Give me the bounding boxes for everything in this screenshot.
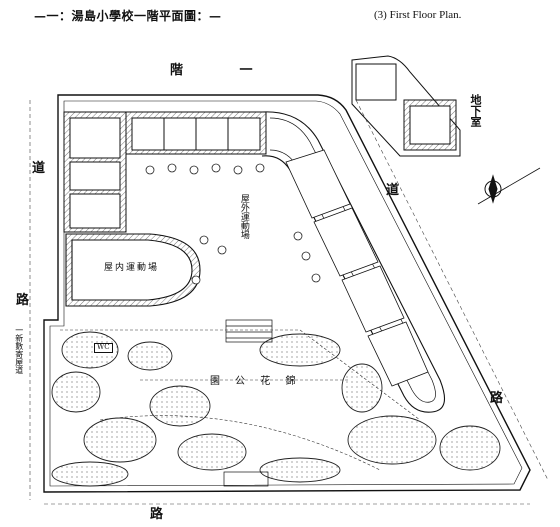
park-paths — [60, 329, 421, 471]
compass-icon — [477, 167, 541, 205]
building-left-wing — [63, 111, 127, 233]
park-hedges — [51, 331, 501, 487]
label-park: 園 公 花 錦 — [210, 376, 302, 387]
entrance-steps — [223, 319, 273, 487]
label-wc: WC — [94, 343, 113, 353]
label-right-road-lower: 路 — [490, 391, 504, 406]
label-left-side-street: 一新數寄屋道 — [14, 326, 24, 374]
label-indoor-hall: 屋内運動場 — [104, 263, 160, 273]
caption-japanese: —一：湯島小學校一階平面圖：— — [34, 9, 222, 23]
label-top-road: 階 一 — [170, 63, 279, 78]
label-right-road-upper: 道 — [386, 183, 400, 198]
street-lines — [29, 99, 549, 505]
courtyard-trees — [145, 163, 321, 285]
indoor-gym — [65, 233, 201, 307]
label-bottom-road: 路 — [150, 507, 164, 522]
site-boundary — [43, 94, 531, 493]
caption-english: (3) First Floor Plan. — [374, 9, 462, 21]
label-courtyard: 屋外運動場 — [238, 194, 249, 239]
building-top-wing — [125, 111, 267, 155]
label-underground: 地下室 — [469, 94, 482, 127]
label-left-road-upper: 道 — [32, 161, 46, 176]
underground-building — [351, 55, 461, 157]
label-left-road-lower: 路 — [16, 293, 30, 308]
diagonal-rooms — [285, 149, 429, 387]
